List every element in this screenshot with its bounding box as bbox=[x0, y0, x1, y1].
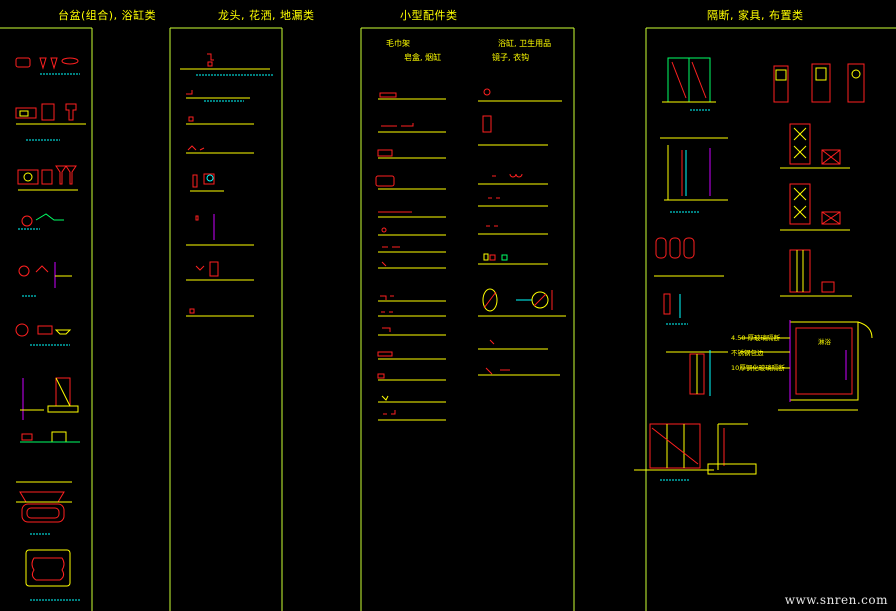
section-3-subtitle-soap-dish: 皂盒, 烟缸 bbox=[404, 53, 442, 62]
shower-cell-label: 淋浴 bbox=[818, 338, 831, 346]
section-1-title: 台盆(组合), 浴缸类 bbox=[58, 9, 157, 22]
section-4-title: 隔断, 家具, 布置类 bbox=[707, 9, 804, 22]
section-2-title: 龙头, 花洒, 地漏类 bbox=[218, 9, 315, 22]
section-3-symbols bbox=[375, 88, 566, 421]
partition-note-stainless: 不锈钢包边 bbox=[731, 349, 764, 357]
partition-note-glass: 4.50 厚玻璃隔断 bbox=[731, 334, 781, 342]
section-3-title: 小型配件类 bbox=[400, 9, 458, 22]
section-4-symbols bbox=[634, 57, 873, 481]
section-3-subtitle-bath-supplies: 浴缸, 卫生用品 bbox=[498, 39, 552, 48]
section-2-symbols bbox=[180, 53, 274, 317]
section-frames bbox=[0, 27, 896, 611]
partition-note-tempered-glass: 10厚钢化玻璃隔断 bbox=[731, 364, 785, 372]
section-3-subtitle-towel-rack: 毛巾架 bbox=[386, 39, 410, 48]
watermark: www.snren.com bbox=[784, 593, 888, 607]
section-1-symbols bbox=[15, 57, 86, 601]
section-3-subtitle-mirror-hook: 镜子, 衣钩 bbox=[492, 53, 530, 62]
